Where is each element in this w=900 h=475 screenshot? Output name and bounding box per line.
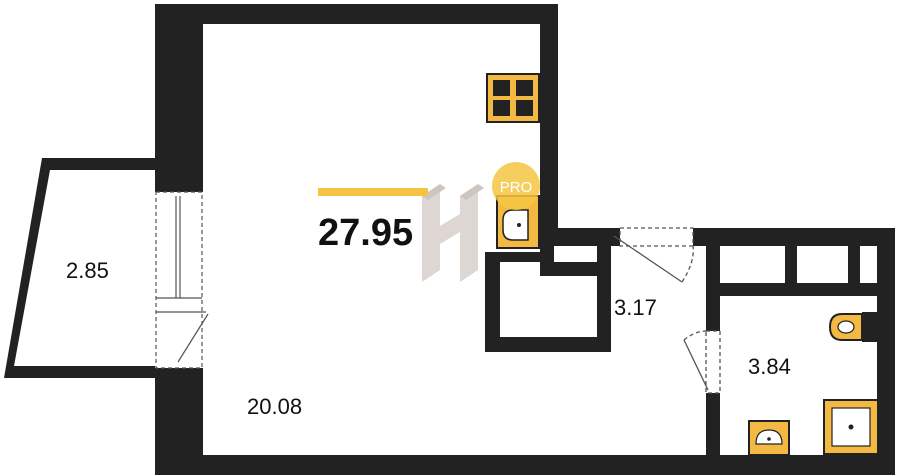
pro-badge-label: PRO	[500, 179, 533, 196]
wall-bath-niche-right	[848, 246, 860, 296]
wall-bath-niche-left	[785, 246, 797, 296]
wall-right-main	[540, 4, 558, 246]
walls	[155, 4, 895, 475]
balcony-area-label: 2.85	[66, 258, 109, 283]
wall-partition-mid2	[540, 262, 611, 276]
watermark-logo-icon	[422, 184, 484, 282]
stove-icon	[486, 73, 540, 123]
bathroom-door-leaf	[683, 339, 709, 391]
hallway-door-opening	[619, 227, 694, 247]
bathroom-door	[683, 330, 721, 394]
wall-partition-top	[485, 252, 554, 262]
balcony-door-frame	[155, 191, 203, 369]
bathroom-door-arc	[683, 330, 711, 341]
balcony	[4, 158, 155, 378]
wall-partition-right	[597, 246, 611, 352]
balcony-door-sash	[177, 313, 209, 363]
bathroom-sink-icon	[748, 420, 790, 456]
pro-badge-circle	[492, 162, 540, 210]
hallway-door-leaf	[613, 235, 683, 283]
wall-partition-left	[485, 252, 500, 352]
hallway-area-label: 3.17	[614, 295, 657, 320]
bathroom-area-label: 3.84	[748, 354, 791, 379]
total-accent-bar	[318, 188, 428, 196]
shower-icon	[823, 399, 879, 455]
wall-bath-top	[693, 228, 895, 246]
hallway-door	[613, 227, 694, 283]
total-area-label: 27.95	[318, 212, 413, 254]
wall-left-upper	[155, 4, 203, 192]
wall-hall-top-left	[540, 228, 620, 246]
balcony-door	[155, 191, 209, 369]
balcony-floor	[14, 170, 155, 366]
wall-bath-left-lower	[706, 393, 720, 475]
bathroom-door-opening	[705, 330, 721, 394]
wall-bath-right	[877, 228, 895, 475]
main-room-area-label: 20.08	[247, 394, 302, 419]
pro-badge: PRO	[492, 162, 540, 210]
hallway-door-arc	[681, 245, 694, 283]
wall-top-main	[155, 4, 558, 24]
wall-partition-bottom	[485, 337, 611, 352]
wall-bottom	[155, 455, 895, 475]
toilet-icon	[828, 312, 878, 342]
